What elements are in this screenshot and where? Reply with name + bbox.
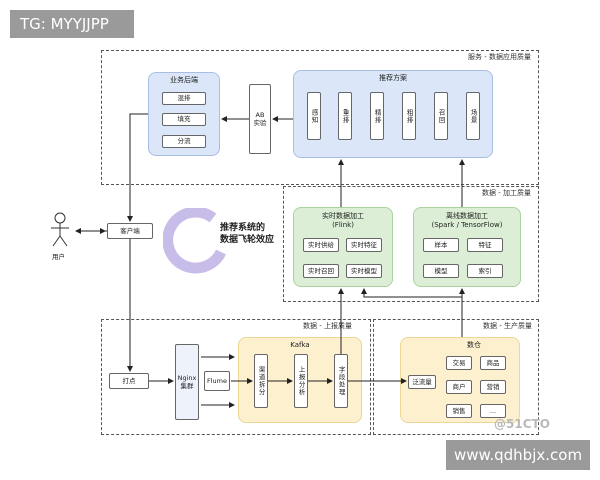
business-item-0: 混排 (162, 92, 206, 105)
tracking-box: 打点 (109, 373, 149, 389)
service-region-label: 服务 - 数据应用质量 (468, 53, 531, 61)
flywheel-line-2: 数据飞轮效应 (220, 235, 275, 246)
kafka-item-2: 字段处理 (334, 354, 348, 408)
recommend-item-0: 感知 (307, 92, 321, 140)
offline-item-3: 索引 (467, 264, 503, 278)
produce-region (373, 319, 539, 435)
warehouse-item-1: 商品 (480, 356, 506, 370)
realtime-item-0: 实时供给 (303, 238, 339, 252)
logo-watermark: @51CTO (494, 417, 550, 431)
kafka-title: Kafka (290, 341, 310, 349)
realtime-item-2: 实时召回 (303, 264, 339, 278)
ab-experiment-box: AB 实验 (249, 84, 271, 154)
process-region (283, 186, 539, 302)
flywheel-caption: 推荐系统的 数据飞轮效应 (220, 222, 274, 246)
kafka-item-1: 上报分析 (294, 354, 308, 408)
warehouse-item-3: 营销 (480, 380, 506, 394)
realtime-item-3: 实时模型 (346, 264, 382, 278)
service-region (101, 50, 539, 185)
upload-region-label: 数据 - 上报质量 (303, 322, 352, 330)
flow-box: 泛流量 (408, 375, 436, 389)
recommend-item-3: 粗排 (402, 92, 416, 140)
warehouse-item-4: 销售 (446, 404, 472, 418)
upload-region (101, 319, 371, 435)
offline-title: 离线数据加工 (Spark / TensorFlow) (431, 212, 503, 230)
recommend-panel: 推荐方案 (293, 70, 493, 158)
kafka-item-0: 渠道拆分 (254, 354, 268, 408)
flywheel-ring-icon (163, 208, 226, 274)
process-region-label: 数据 - 加工质量 (482, 189, 531, 197)
user-label: 用户 (52, 253, 65, 261)
business-item-1: 填充 (162, 113, 206, 126)
business-backend-title: 业务后端 (170, 76, 198, 84)
recommend-title: 推荐方案 (379, 74, 407, 82)
warehouse-title: 数仓 (467, 341, 481, 349)
offline-item-1: 特征 (467, 238, 503, 252)
business-item-2: 分流 (162, 135, 206, 148)
realtime-item-1: 实时特征 (346, 238, 382, 252)
recommend-item-5: 场景 (466, 92, 480, 140)
flume-box: Flume (204, 371, 230, 391)
recommend-item-1: 重排 (338, 92, 352, 140)
nginx-box: Nginx 集群 (175, 344, 199, 420)
user-icon (51, 212, 69, 247)
recommend-item-2: 精排 (370, 92, 384, 140)
offline-item-0: 样本 (423, 238, 459, 252)
warehouse-item-2: 商户 (446, 380, 472, 394)
recommend-item-4: 召回 (434, 92, 448, 140)
client-box: 客户端 (107, 223, 153, 239)
flywheel-line-1: 推荐系统的 (220, 223, 266, 233)
bottom-watermark: www.qdhbjx.com (446, 440, 590, 470)
offline-item-2: 模型 (423, 264, 459, 278)
warehouse-item-5: ... (480, 404, 506, 418)
top-watermark: TG: MYYJJPP (10, 10, 134, 38)
produce-region-label: 数据 - 生产质量 (483, 322, 532, 330)
warehouse-item-0: 交易 (446, 356, 472, 370)
realtime-title: 实时数据加工 (Flink) (322, 212, 364, 230)
